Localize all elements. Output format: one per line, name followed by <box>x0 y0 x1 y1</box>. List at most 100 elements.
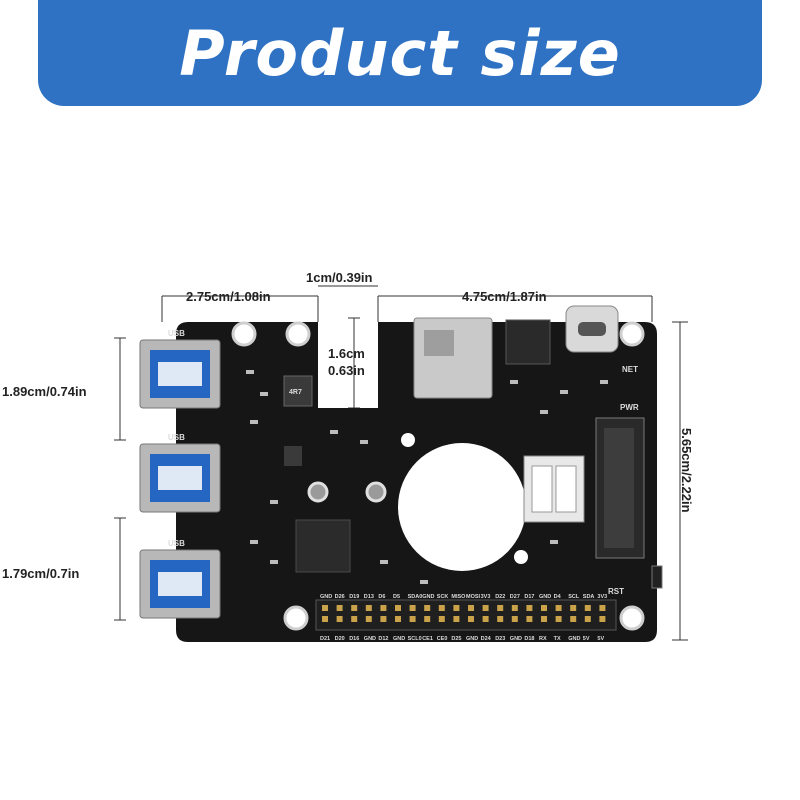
fpc-slot-right <box>555 465 577 513</box>
controller-chip <box>295 519 351 573</box>
gpio-pin-label: D5 <box>393 594 400 600</box>
gpio-pin <box>365 616 372 622</box>
gpio-pin <box>336 616 343 622</box>
gpio-pin-label: D12 <box>378 636 388 642</box>
standoff <box>365 481 387 503</box>
usb-label: USB <box>168 329 185 338</box>
fpc-slot-left <box>531 465 553 513</box>
gpio-pin-label: RX <box>539 636 547 642</box>
gpio-pin <box>395 616 401 622</box>
fan-cutout <box>398 443 526 571</box>
gpio-pin <box>424 605 431 611</box>
gpio-pin <box>584 605 591 611</box>
gap-label: 1cm/0.39in <box>306 270 373 285</box>
mounting-holes <box>231 321 645 631</box>
usb-pitch-1-label: 1.89cm/0.74in <box>2 384 87 399</box>
gpio-pin-label: D20 <box>335 636 345 642</box>
gpio-pin <box>497 616 504 622</box>
sim-card-contact <box>424 330 454 356</box>
rst-label: RST <box>608 587 624 596</box>
gpio-pin <box>380 605 387 611</box>
gpio-pin <box>541 616 547 622</box>
usb-c-opening <box>578 322 606 336</box>
gpio-pin <box>599 616 606 622</box>
gpio-pin-label: GND <box>393 636 405 642</box>
pmic-chip <box>505 319 551 365</box>
gpio-pin-label: D18 <box>524 636 534 642</box>
gpio-pin-label: D22 <box>495 594 505 600</box>
gpio-pin-label: D21 <box>320 636 330 642</box>
width-right-label: 4.75cm/1.87in <box>462 289 547 304</box>
gpio-pin-label: GND <box>364 636 376 642</box>
dimension-lines <box>114 285 688 641</box>
gpio-pin-label: GND <box>539 594 551 600</box>
gpio-pin-label: SDA <box>583 594 595 600</box>
gpio-pin <box>570 605 577 611</box>
gpio-pin <box>482 616 489 622</box>
smd-components <box>246 370 608 584</box>
gpio-pin-label: 5V <box>597 636 604 642</box>
gpio-pin-label: D6 <box>378 594 385 600</box>
gpio-pin <box>322 616 328 622</box>
gpio-pin-label: D19 <box>349 594 359 600</box>
gpio-pin-label: D17 <box>524 594 534 600</box>
inductor-label: 4R7 <box>289 389 302 396</box>
standoff <box>307 481 329 503</box>
gpio-pin <box>482 605 489 611</box>
gpio-pin-label: GND <box>320 594 332 600</box>
gpio-pin <box>351 616 358 622</box>
gpio-pin-label: GND <box>510 636 522 642</box>
gpio-pin <box>438 605 445 611</box>
gpio-pin <box>526 605 533 611</box>
width-left-label: 2.75cm/1.08in <box>186 289 271 304</box>
notch-height-in-label: 0.63in <box>328 363 365 378</box>
gpio-pin-label: GND <box>568 636 580 642</box>
gpio-pin <box>351 605 358 611</box>
m2-slot-inner <box>604 428 634 548</box>
usb-pitch-2-label: 1.79cm/0.7in <box>2 566 80 581</box>
gpio-pin-label: SCL <box>568 594 580 600</box>
gpio-pin <box>526 616 533 622</box>
pwr-label: PWR <box>620 403 639 412</box>
gpio-pin <box>511 616 518 622</box>
gpio-pin-label: 5V <box>583 636 590 642</box>
gpio-pin <box>541 605 547 611</box>
gpio-pin <box>336 605 343 611</box>
gpio-pin-label: D16 <box>349 636 359 642</box>
screw-hole <box>514 550 528 564</box>
gpio-pin <box>409 605 416 611</box>
gpio-pin <box>453 616 460 622</box>
gpio-pin <box>468 616 474 622</box>
gpio-pin <box>584 616 591 622</box>
gpio-pin-label: SDA0 <box>408 594 423 600</box>
gpio-pin-label: D26 <box>335 594 345 600</box>
gpio-pin-label: MISO <box>451 594 466 600</box>
gpio-pin-label: D4 <box>554 594 562 600</box>
gpio-pin-label: SCK <box>437 594 449 600</box>
usb-label: USB <box>168 539 185 548</box>
page-title: Product size <box>179 16 621 90</box>
gpio-pins <box>322 605 606 622</box>
gpio-pin <box>468 605 474 611</box>
gpio-pin <box>555 616 562 622</box>
gpio-pin <box>424 616 431 622</box>
gpio-pin <box>511 605 518 611</box>
small-chip <box>284 446 302 466</box>
net-label: NET <box>622 365 638 374</box>
gpio-pin-label: SCL0 <box>408 636 422 642</box>
gpio-pin-label: GND <box>422 594 434 600</box>
gpio-pin <box>395 605 401 611</box>
gpio-pin <box>380 616 387 622</box>
gpio-pin-label: CE0 <box>437 636 448 642</box>
inductor <box>283 375 313 407</box>
board-height-label: 5.65cm/2.22in <box>679 428 694 513</box>
gpio-pin <box>599 605 606 611</box>
gpio-pin-label: MOSI <box>466 594 481 600</box>
gpio-pin <box>555 605 562 611</box>
screw-hole <box>401 433 415 447</box>
title-banner: Product size <box>38 0 762 106</box>
gpio-pin <box>438 616 445 622</box>
gpio-pin <box>497 605 504 611</box>
gpio-pin-label: D13 <box>364 594 374 600</box>
